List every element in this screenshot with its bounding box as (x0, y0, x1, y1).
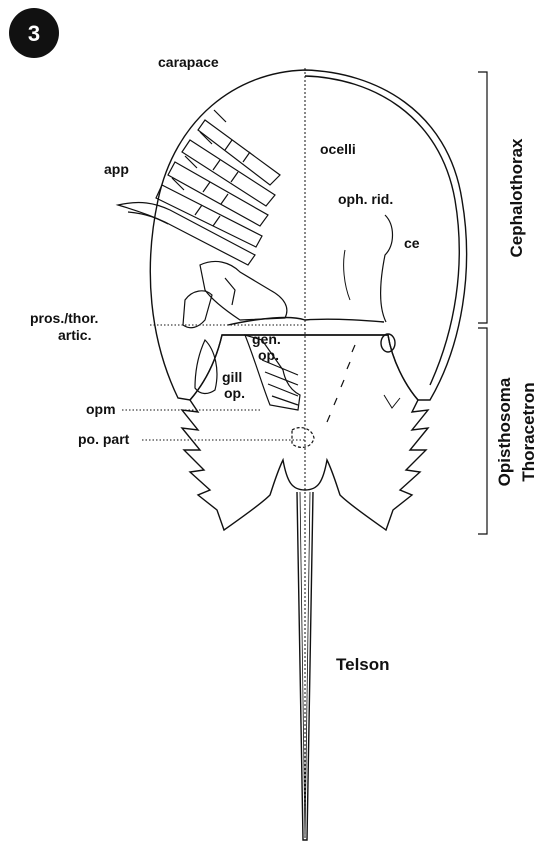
label-ce: ce (404, 235, 420, 251)
label-thoracetron: Thoracetron (519, 382, 538, 481)
label-po-part: po. part (78, 431, 130, 447)
label-gill-op: op. (224, 385, 245, 401)
appendages (118, 110, 314, 447)
opisthosoma-bracket (478, 328, 487, 534)
figure-number-badge: 3 (9, 8, 59, 58)
region-brackets (478, 72, 487, 534)
label-telson: Telson (336, 655, 390, 674)
labels: carapace ocelli app oph. rid. ce pros./t… (30, 54, 538, 674)
label-opm: opm (86, 401, 116, 417)
label-opisthosoma: Opisthosoma (495, 377, 514, 486)
figure-number: 3 (28, 21, 40, 46)
label-artic: artic. (58, 327, 91, 343)
label-ocelli: ocelli (320, 141, 356, 157)
label-pros-thor: pros./thor. (30, 310, 98, 326)
label-carapace: carapace (158, 54, 219, 70)
label-gen-op: op. (258, 347, 279, 363)
label-app: app (104, 161, 129, 177)
label-gill: gill (222, 369, 242, 385)
label-cephalothorax: Cephalothorax (507, 138, 526, 258)
label-oph-rid: oph. rid. (338, 191, 393, 207)
body-outline (118, 68, 467, 840)
label-gen: gen. (252, 331, 281, 347)
cephalothorax-bracket (478, 72, 487, 323)
